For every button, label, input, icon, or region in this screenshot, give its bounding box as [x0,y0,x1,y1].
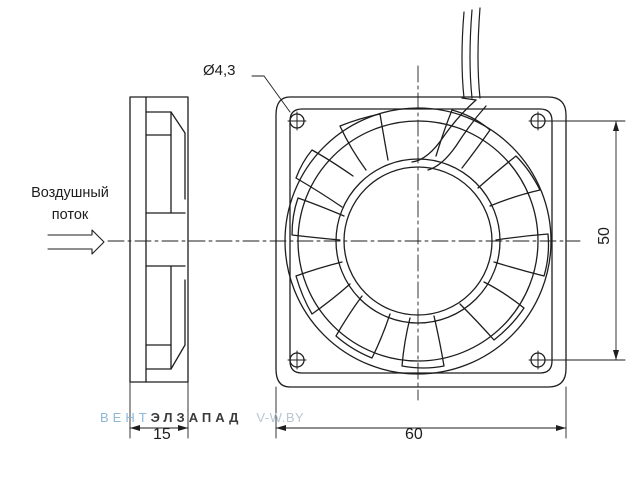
watermark-part1: ВЕНТ [100,410,151,425]
airflow-arrow [47,229,105,255]
airflow-label-line1: Воздушный [31,185,109,201]
fan-side-view [129,96,189,383]
width-dimension-label: 60 [405,426,423,443]
watermark: ВЕНТЭЛЗАПАД V-W.BY [100,410,304,425]
watermark-part3: V-W.BY [256,410,305,425]
dimension-lines [129,75,626,439]
dimension-arrows [130,121,619,431]
airflow-label-line2: поток [51,207,89,223]
mounting-holes [287,111,548,370]
fan-blades [291,109,550,369]
height-dimension-label: 50 [595,227,613,245]
airflow-label: Воздушный поток [18,182,122,226]
fan-front-view [275,96,567,388]
center-lines [107,65,581,401]
watermark-part2: ЭЛЗАПАД [150,410,243,425]
hole-diameter-label: Ø4,3 [203,62,236,79]
depth-dimension-label: 15 [153,426,171,443]
fan-wires [461,7,481,99]
